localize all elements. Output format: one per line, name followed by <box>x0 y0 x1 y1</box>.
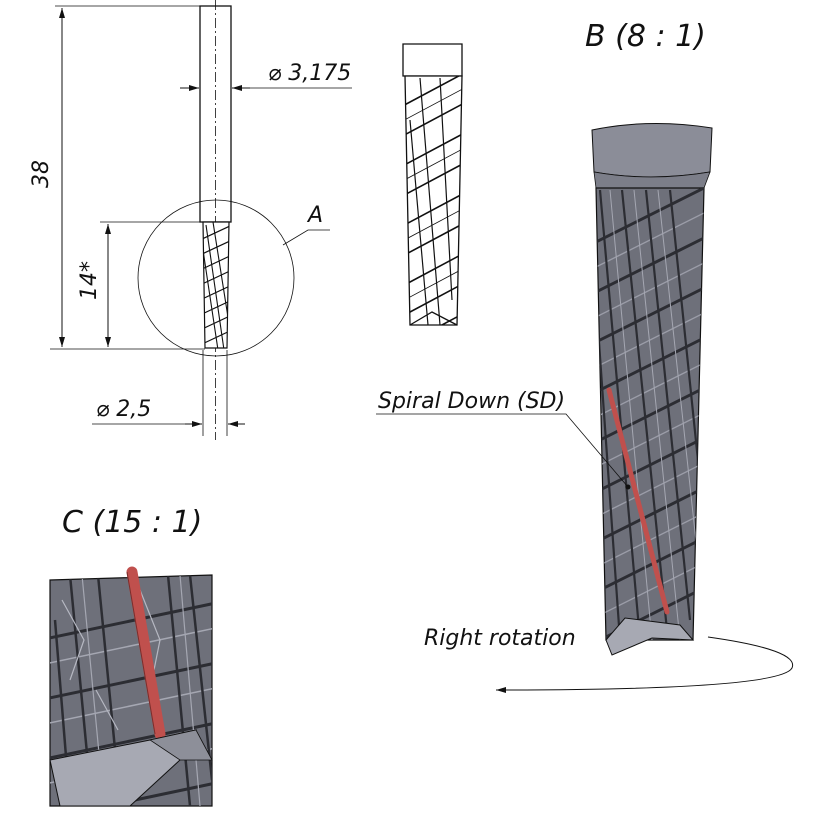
cutting-diameter-dimension: ⌀ 2,5 <box>96 397 151 422</box>
tool-cutting-part <box>202 221 230 349</box>
shank-diameter-dimension: ⌀ 3,175 <box>268 61 351 86</box>
detail-c-spiral-flute <box>126 566 166 740</box>
right-rotation-label: Right rotation <box>424 626 576 651</box>
detail-a-view <box>402 43 463 326</box>
detail-c-view: C (15 : 1) <box>49 505 213 807</box>
tool-flutes <box>203 222 229 348</box>
detail-b-spiral-flute <box>606 387 670 615</box>
main-view: A 38 14* ⌀ 3,175 ⌀ 2,5 <box>29 0 352 440</box>
overall-length-dimension: 38 <box>29 160 54 188</box>
detail-b-flutes <box>596 188 704 640</box>
detail-b-view: B (8 : 1) Spiral Down (SD) Right rotatio… <box>376 19 794 693</box>
spiral-down-callout: Spiral Down (SD) <box>378 389 565 414</box>
detail-a-label: A <box>306 203 323 228</box>
detail-a-circle <box>137 199 295 357</box>
detail-b-title: B (8 : 1) <box>585 19 706 54</box>
rotation-arrow <box>495 636 794 693</box>
cutting-length-dimension: 14* <box>77 261 102 300</box>
detail-c-title: C (15 : 1) <box>62 505 202 540</box>
